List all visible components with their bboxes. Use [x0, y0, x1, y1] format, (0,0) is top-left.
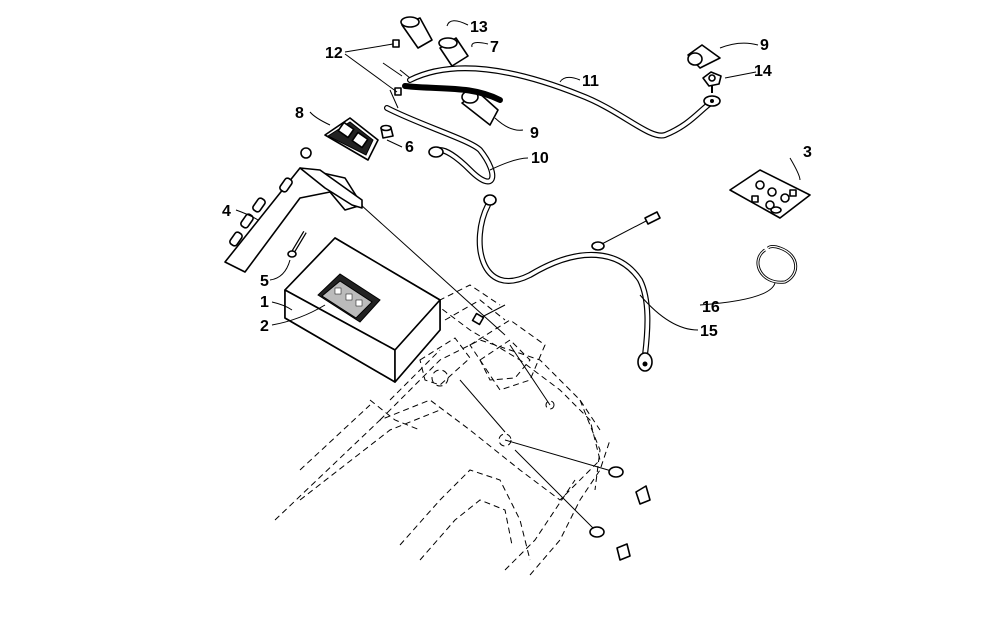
terminal-boot-13 — [400, 16, 433, 49]
cable-12 — [402, 65, 721, 139]
callout-leaders — [235, 20, 801, 331]
callout-1: 1 — [260, 294, 269, 311]
callout-15: 15 — [700, 323, 718, 340]
terminal-boot-right — [687, 44, 721, 69]
cable-15 — [476, 194, 653, 372]
retaining-clip — [756, 245, 798, 284]
callout-10: 7 — [490, 39, 499, 56]
callout-4: 4 — [222, 203, 231, 220]
terminal-bolt — [702, 71, 722, 93]
battery-warning-label — [317, 273, 381, 323]
lower-fasteners — [589, 466, 651, 561]
washer-screw — [591, 211, 661, 251]
frame-bolt — [471, 312, 485, 326]
callout-13: 13 — [470, 19, 488, 36]
chassis-outline — [274, 284, 611, 576]
callout-2: 2 — [260, 318, 269, 335]
cable-8 — [384, 89, 496, 185]
callout-16: 16 — [702, 299, 720, 316]
hold-down-bracket — [224, 147, 363, 273]
callout-14: 14 — [754, 63, 772, 80]
callout-5: 5 — [260, 273, 269, 290]
callout-11: 12 — [325, 45, 343, 62]
battery — [284, 237, 441, 383]
callout-6: 6 — [405, 139, 414, 156]
mount-leader-lines — [349, 194, 649, 531]
callout-9-mid: 9 — [530, 125, 539, 142]
callout-12: 11 — [582, 73, 599, 90]
callout-3: 3 — [803, 144, 812, 161]
callout-7: 8 — [295, 105, 304, 122]
screw — [287, 230, 307, 258]
terminal-boot-10 — [438, 37, 469, 67]
callout-8: 10 — [531, 150, 549, 167]
terminal-cover — [324, 117, 379, 161]
hardware-kit — [729, 169, 811, 219]
callout-9-top: 9 — [760, 37, 769, 54]
small-nuts — [382, 39, 411, 96]
callouts: 13 7 12 11 9 14 8 6 9 10 3 4 5 1 2 15 16 — [222, 19, 812, 340]
nut — [380, 124, 394, 139]
